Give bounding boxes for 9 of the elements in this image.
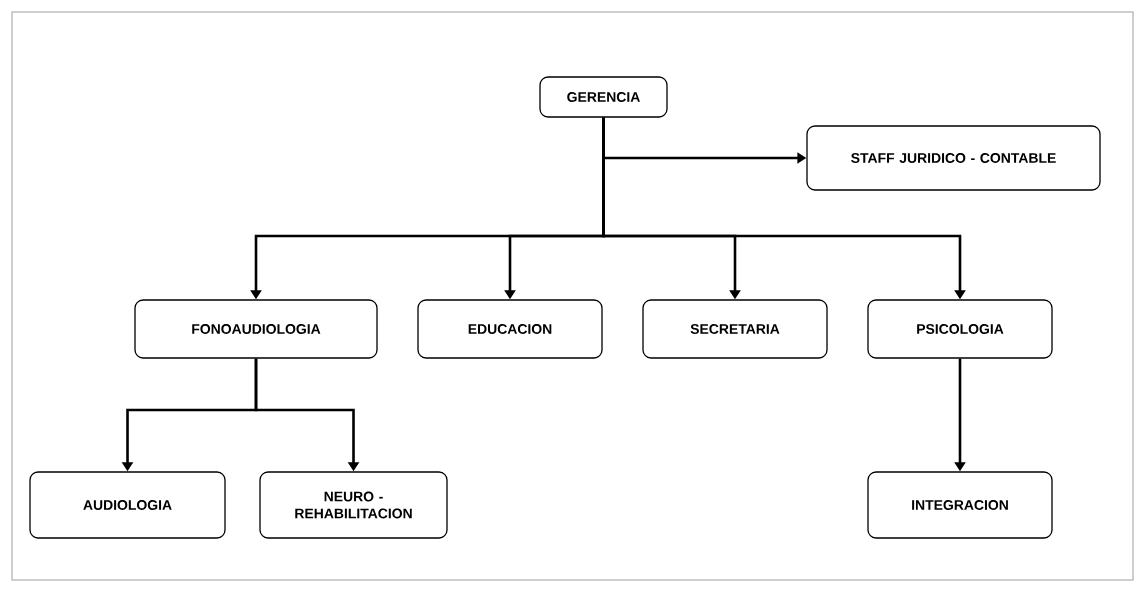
org-box: FONOAUDIOLOGIA	[134, 299, 378, 359]
org-box: NEURO - REHABILITACION	[259, 471, 448, 539]
org-box: GERENCIA	[539, 76, 668, 118]
org-box: EDUCACION	[417, 299, 603, 359]
org-box: SECRETARIA	[642, 299, 828, 359]
org-box: INTEGRACION	[867, 471, 1053, 539]
org-box: PSICOLOGIA	[867, 299, 1053, 359]
org-box: STAFF JURIDICO - CONTABLE	[806, 125, 1101, 191]
org-box: AUDIOLOGIA	[29, 471, 226, 539]
